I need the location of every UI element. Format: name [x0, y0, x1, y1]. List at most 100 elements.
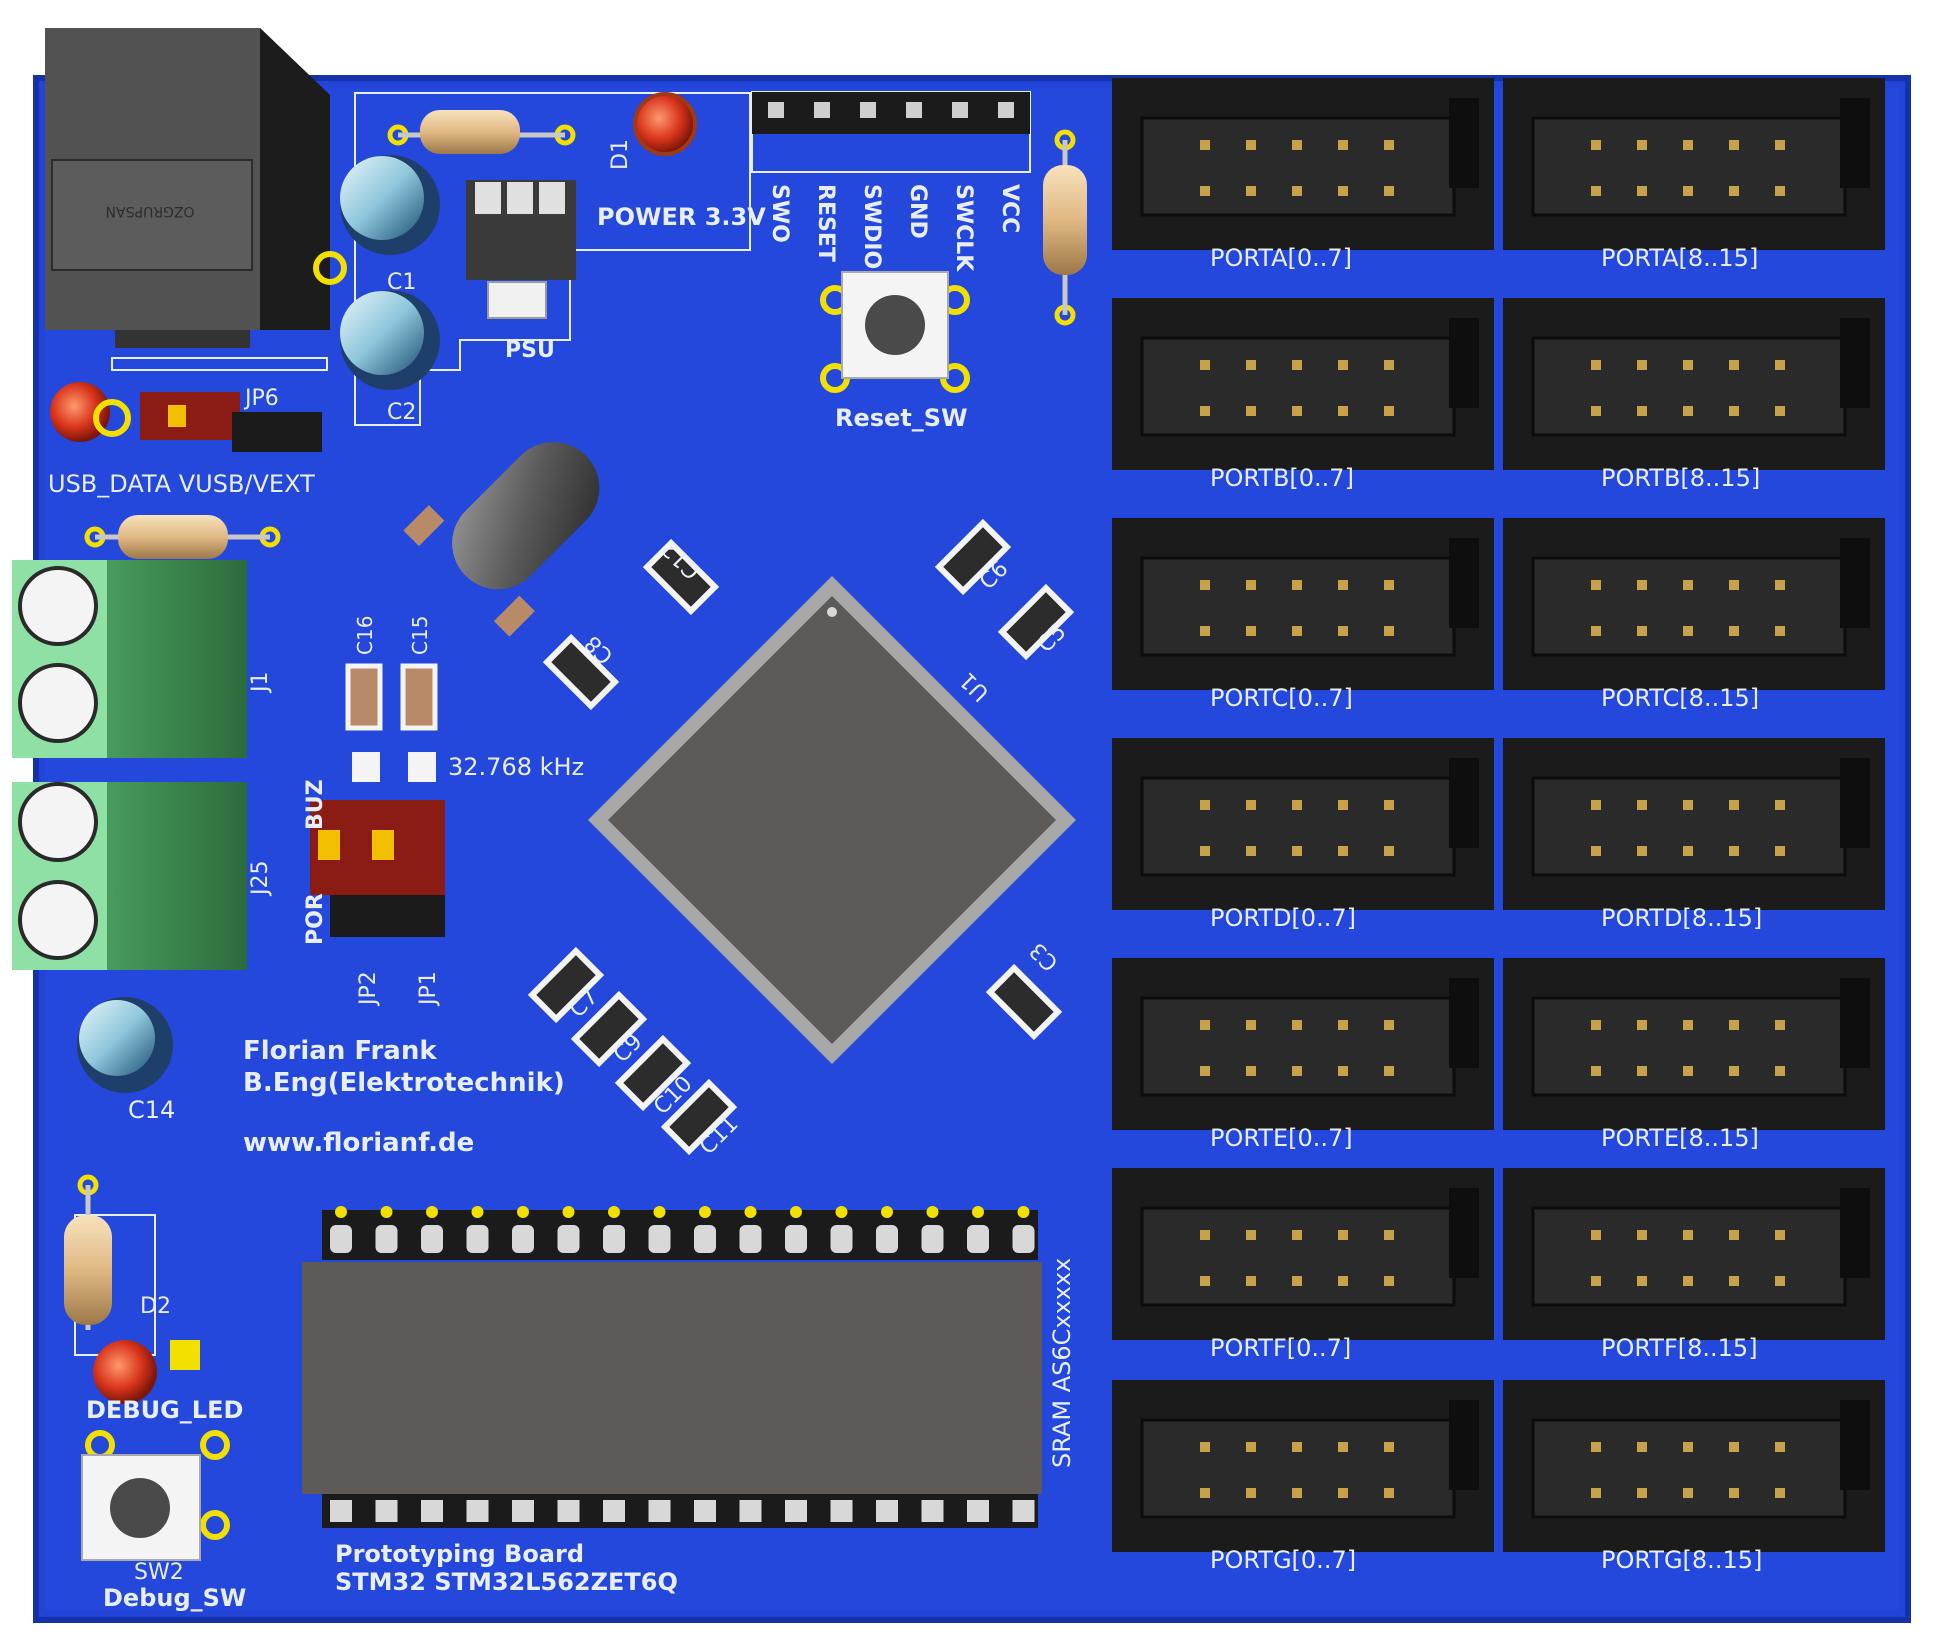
debug-led-text: DEBUG_LED [86, 1396, 244, 1424]
header-pin [1292, 1230, 1302, 1240]
power-led-label: D1 [608, 139, 633, 170]
header-pin [1246, 846, 1256, 856]
capacitor-c1 [340, 155, 440, 255]
header-pin [1338, 1020, 1348, 1030]
usb-connector: OZGRUPSAN [45, 28, 347, 348]
header-pin [1729, 1442, 1739, 1452]
header-pin [1384, 800, 1394, 810]
swd-header [752, 92, 1030, 134]
author-website[interactable]: www.florianf.de [243, 1128, 475, 1158]
header-well [1531, 1418, 1847, 1519]
header-pin [1292, 1488, 1302, 1498]
sram-pad [881, 1206, 893, 1218]
header-key [1449, 758, 1479, 848]
header-pin [1200, 1442, 1210, 1452]
header-pin [1683, 846, 1693, 856]
header-pin [1683, 1020, 1693, 1030]
header-well [1140, 1418, 1456, 1519]
j25-label: J25 [248, 860, 273, 895]
jumper-side-text2: BUZ [303, 779, 328, 830]
header-pin [1775, 1442, 1785, 1452]
sram-pin [648, 1500, 671, 1522]
header-pin [1591, 1020, 1601, 1030]
sram-pin [739, 1225, 762, 1253]
header-pin [1338, 360, 1348, 370]
sram-pin [375, 1500, 398, 1522]
sram-pad [426, 1206, 438, 1218]
resistor [84, 515, 281, 559]
mcu-u1 [588, 576, 1076, 1064]
header-pin [1200, 406, 1210, 416]
header-pin [1338, 1442, 1348, 1452]
sram-pin [557, 1225, 580, 1253]
header-key [1840, 98, 1870, 188]
debug-switch [81, 1430, 230, 1561]
header-pin [1683, 1442, 1693, 1452]
port-label-left: PORTB[0..7] [1210, 464, 1354, 492]
port-header-left [1112, 78, 1494, 250]
sram-pin [694, 1500, 716, 1522]
header-key [1840, 758, 1870, 848]
psu-regulator [466, 180, 576, 319]
header-pin [1775, 1020, 1785, 1030]
header-pin [1683, 1230, 1693, 1240]
header-pin [1246, 1020, 1256, 1030]
header-pin [1200, 800, 1210, 810]
header-pin [1637, 186, 1647, 196]
port-header-left [1112, 1168, 1494, 1340]
c15-label: C15 [408, 615, 432, 655]
header-pin [1338, 1488, 1348, 1498]
header-pin [1200, 140, 1210, 150]
header-pin [1775, 800, 1785, 810]
header-key [1840, 538, 1870, 628]
header-well [1140, 556, 1456, 657]
header-pin [1200, 186, 1210, 196]
sram-pad [1017, 1206, 1030, 1218]
header-pin [1637, 580, 1647, 590]
header-pin [1246, 140, 1256, 150]
port-label-left: PORTA[0..7] [1210, 244, 1353, 272]
header-pin [1637, 1020, 1647, 1030]
header-pin [1246, 1276, 1256, 1286]
port-label-right: PORTA[8..15] [1601, 244, 1759, 272]
crystal-caps [345, 663, 438, 782]
header-pin [1384, 1442, 1394, 1452]
header-pin [1292, 1020, 1302, 1030]
header-pin [1637, 1066, 1647, 1076]
sram-pin [967, 1500, 989, 1522]
sram-label: SRAM AS6Cxxxxx [1048, 1257, 1076, 1468]
header-pin [1292, 1276, 1302, 1286]
header-pin [1292, 186, 1302, 196]
header-pin [1200, 846, 1210, 856]
header-pin [1637, 360, 1647, 370]
header-pin [1292, 1066, 1302, 1076]
header-pin [1384, 1276, 1394, 1286]
port-header-right [1503, 298, 1885, 470]
jumper-usb-text: USB_DATA VUSB/VEXT [48, 470, 315, 498]
header-pin [1683, 1488, 1693, 1498]
header-key [1840, 1400, 1870, 1490]
header-pin [1591, 140, 1601, 150]
header-pin [1591, 846, 1601, 856]
header-pin [1246, 360, 1256, 370]
header-pin [1591, 406, 1601, 416]
sram-pin [330, 1225, 352, 1253]
header-well [1531, 996, 1847, 1097]
header-pin [1729, 800, 1739, 810]
sram-pin [1012, 1500, 1035, 1522]
header-pin [1591, 800, 1601, 810]
header-pin [1729, 1020, 1739, 1030]
header-pin [1637, 1276, 1647, 1286]
header-well [1140, 1206, 1456, 1307]
header-pin [1591, 1276, 1601, 1286]
header-pin [1384, 1230, 1394, 1240]
header-well [1531, 776, 1847, 877]
header-pin [1246, 800, 1256, 810]
sram-pad [608, 1206, 620, 1218]
header-pin [1637, 1488, 1647, 1498]
debug-led [93, 1340, 200, 1404]
header-pin [1338, 140, 1348, 150]
sram-pad [926, 1206, 939, 1218]
header-pin [1683, 580, 1693, 590]
debug-switch-label: SW2 [134, 1560, 184, 1585]
